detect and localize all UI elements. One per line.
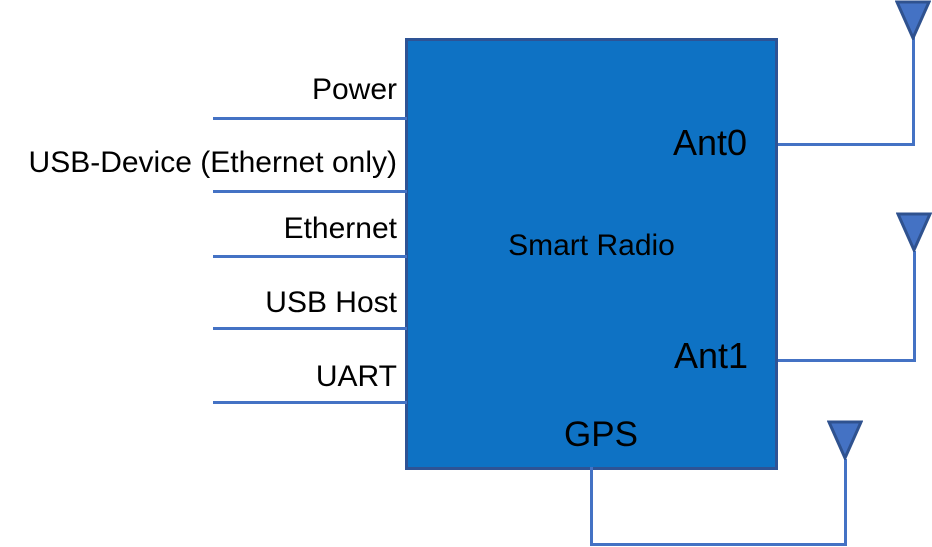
antenna-icon xyxy=(895,0,931,40)
connector-line-ant0-h xyxy=(778,143,915,146)
port-label-ant0: Ant0 xyxy=(673,122,748,163)
antenna-icon xyxy=(896,212,932,252)
connector-line-usb-host xyxy=(213,327,407,330)
connector-line-usb-device xyxy=(213,190,407,193)
connector-line-power xyxy=(213,117,407,120)
port-label-ant1: Ant1 xyxy=(674,335,749,376)
port-label-power: Power xyxy=(311,73,397,106)
port-label-usb-device: USB-Device (Ethernet only) xyxy=(28,146,397,179)
connector-line-ant1-h xyxy=(778,359,916,362)
antenna-icon xyxy=(827,420,863,460)
port-label-uart: UART xyxy=(315,360,397,393)
smart-radio-block xyxy=(405,38,778,470)
connector-line-ant0-v xyxy=(912,37,915,146)
connector-line-ant1-v xyxy=(913,251,916,362)
block-title: Smart Radio xyxy=(508,229,675,262)
connector-line-uart xyxy=(213,401,407,404)
connector-line-ethernet xyxy=(213,255,407,258)
connector-line-gps-h xyxy=(590,543,847,546)
port-label-usb-host: USB Host xyxy=(265,286,397,319)
connector-line-gps-v1 xyxy=(590,467,593,546)
port-label-ethernet: Ethernet xyxy=(283,212,397,245)
port-label-gps: GPS xyxy=(564,415,638,454)
connector-line-gps-v2 xyxy=(844,459,847,546)
